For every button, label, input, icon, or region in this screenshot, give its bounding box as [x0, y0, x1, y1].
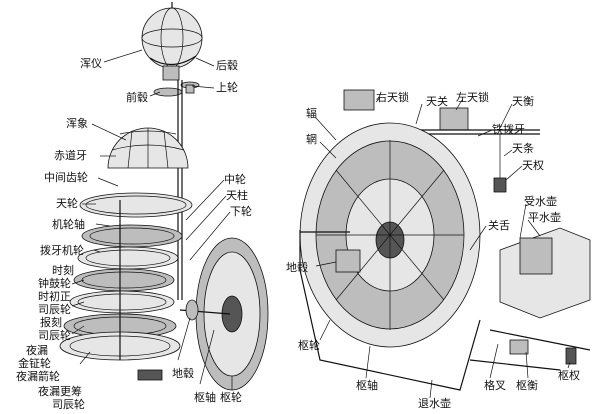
- left-pivot-wheel: [179, 237, 269, 391]
- armillary-sphere: [141, 2, 203, 81]
- label-middle-gear: 中间齿轮: [44, 171, 88, 184]
- label-wheel-axle: 机轮轴: [52, 218, 85, 231]
- label-bell-drum-wheel: 钟鼓轮: [38, 277, 71, 290]
- label-pivot-axle-left: 枢轴: [194, 391, 216, 404]
- label-sky-gate: 天关: [426, 95, 448, 108]
- label-grid-fork: 格叉: [484, 379, 506, 392]
- label-chen-wheel: 司辰轮: [38, 303, 71, 316]
- label-hour-start-correct: 时初正: [38, 290, 71, 303]
- celestial-globe: [107, 127, 189, 169]
- label-ground-hub-left: 地毂: [172, 367, 194, 380]
- label-celestial-globe: 浑象: [66, 117, 88, 130]
- label-lower-wheel: 下轮: [230, 205, 252, 218]
- label-sky-bar: 天条: [512, 142, 534, 155]
- right-figure: [299, 89, 591, 391]
- label-ground-hub-right: 地毂: [286, 261, 308, 274]
- label-level-pot: 平水壶: [528, 211, 561, 224]
- label-pivot-balance: 枢衡: [516, 379, 538, 392]
- label-middle-wheel: 中轮: [224, 173, 246, 186]
- label-night-watch-1: 夜漏更筹: [38, 385, 82, 398]
- label-upper-wheel: 上轮: [216, 81, 238, 94]
- label-tooth-dial-wheel: 拨牙机轮: [40, 244, 84, 257]
- label-drain-pot: 退水壶: [418, 397, 451, 410]
- right-sky-lock-block: [343, 89, 375, 111]
- label-right-sky-lock: 右天锁: [376, 91, 409, 104]
- water-tanks: [469, 227, 591, 371]
- label-night-clepsydra: 夜漏: [26, 344, 48, 357]
- label-left-sky-lock: 左天锁: [456, 91, 489, 104]
- label-hour-engrave: 时刻: [52, 264, 74, 277]
- left-sky-lock-block: [439, 107, 469, 131]
- label-equator-tooth: 赤道牙: [54, 149, 87, 162]
- label-spoke: 辐: [306, 107, 317, 120]
- label-sky-wheel: 天轮: [56, 197, 78, 210]
- label-chen-wheel-2: 司辰轮: [38, 329, 71, 342]
- stacked-wheels: [59, 192, 193, 381]
- label-receiving-pot: 受水壶: [524, 195, 557, 208]
- leader-lines: [71, 49, 571, 399]
- label-report-engrave: 报刻: [40, 316, 62, 329]
- label-pivot-weight: 枢权: [558, 369, 580, 382]
- label-pivot-axle-right: 枢轴: [356, 379, 378, 392]
- label-rim: 辋: [306, 133, 317, 146]
- label-sky-balance: 天衡: [512, 95, 534, 108]
- label-rear-hub: 后毂: [216, 59, 238, 72]
- label-front-hub: 前毂: [126, 91, 148, 104]
- label-armillary-sphere: 浑仪: [80, 57, 102, 70]
- label-pivot-wheel-left: 枢轮: [220, 391, 242, 404]
- label-pivot-wheel-right: 枢轮: [298, 339, 320, 352]
- right-frame: [299, 230, 481, 391]
- upper-drive: [153, 80, 200, 300]
- left-figure: [59, 2, 269, 391]
- label-sky-weight: 天权: [522, 159, 544, 172]
- water-wheel: [299, 122, 481, 348]
- label-night-watch-2: 司辰轮: [52, 398, 85, 411]
- label-iron-pull-tooth: 铁拨牙: [492, 123, 525, 136]
- label-gate-tongue: 关舌: [488, 219, 510, 232]
- label-sky-pillar: 天柱: [226, 189, 248, 202]
- label-gold-bell-wheel: 金钲轮: [18, 357, 51, 370]
- label-night-arrow-wheel: 夜漏箭轮: [16, 370, 60, 383]
